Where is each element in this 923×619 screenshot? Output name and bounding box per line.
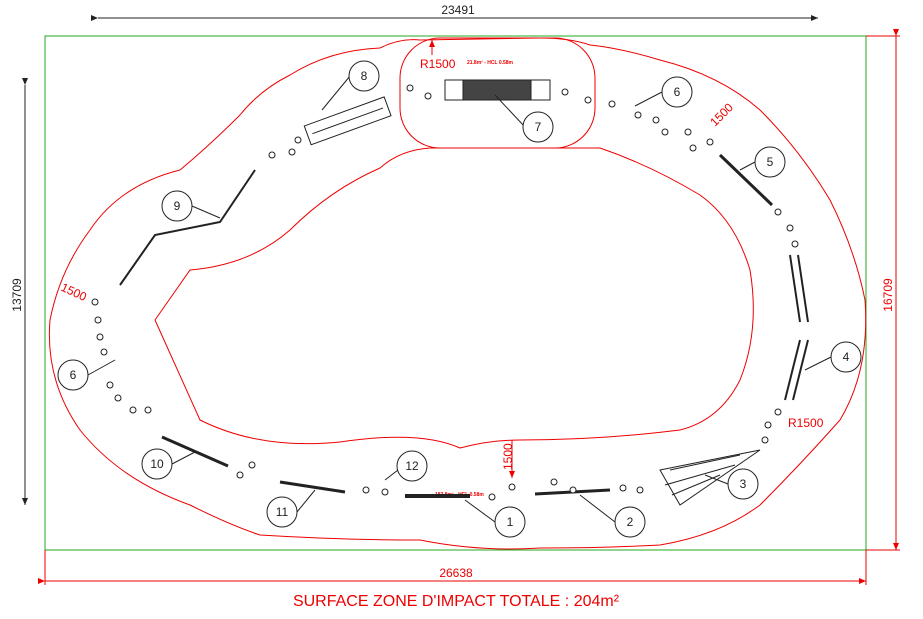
offset-label: 1500 (59, 280, 89, 304)
offset-label: 1500 (501, 443, 515, 470)
top-impact-zone (399, 37, 596, 149)
callout-5: 5 (739, 146, 786, 178)
dimension-top: 23491 (441, 3, 475, 17)
svg-text:5: 5 (767, 155, 774, 169)
offset-label: 1500 (707, 100, 736, 129)
callout-10: 10 (141, 448, 196, 480)
callout-6: 6 (57, 359, 116, 391)
svg-text:1: 1 (507, 515, 514, 529)
stepping-posts (91, 84, 799, 501)
equipment (119, 79, 809, 506)
svg-text:7: 7 (535, 120, 542, 134)
area-label-top: 21.8m² - HCL 0.58m (467, 60, 514, 66)
callout-7: 7 (494, 94, 554, 143)
callout-12: 12 (384, 450, 428, 482)
svg-text:4: 4 (843, 350, 850, 364)
dimension-right: 16709 (881, 278, 895, 312)
outer-impact-zone (48, 37, 867, 550)
site-boundary (44, 35, 867, 551)
radius-label: R1500 (420, 57, 456, 71)
svg-text:3: 3 (740, 477, 747, 491)
dimension-left: 13709 (10, 278, 24, 312)
total-impact-area: SURFACE ZONE D'IMPACT TOTALE : 204m² (293, 593, 620, 610)
svg-text:6: 6 (70, 368, 77, 382)
svg-text:6: 6 (674, 85, 681, 99)
callout-2: 2 (579, 494, 646, 538)
dimension-bottom: 26638 (439, 566, 473, 580)
svg-text:9: 9 (174, 199, 181, 213)
svg-text:8: 8 (361, 69, 368, 83)
svg-text:12: 12 (405, 459, 419, 473)
svg-text:11: 11 (276, 505, 289, 519)
callout-8: 8 (321, 60, 380, 111)
callout-4: 4 (804, 341, 862, 373)
callout-6: 6 (634, 76, 693, 108)
svg-text:2: 2 (627, 515, 634, 529)
svg-text:10: 10 (150, 457, 164, 471)
callout-3: 3 (704, 468, 759, 500)
inner-boundary (154, 147, 754, 449)
callout-1: 1 (464, 499, 526, 538)
callout-11: 11 (266, 489, 316, 528)
callout-9: 9 (161, 190, 221, 222)
radius-label: R1500 (788, 416, 824, 430)
